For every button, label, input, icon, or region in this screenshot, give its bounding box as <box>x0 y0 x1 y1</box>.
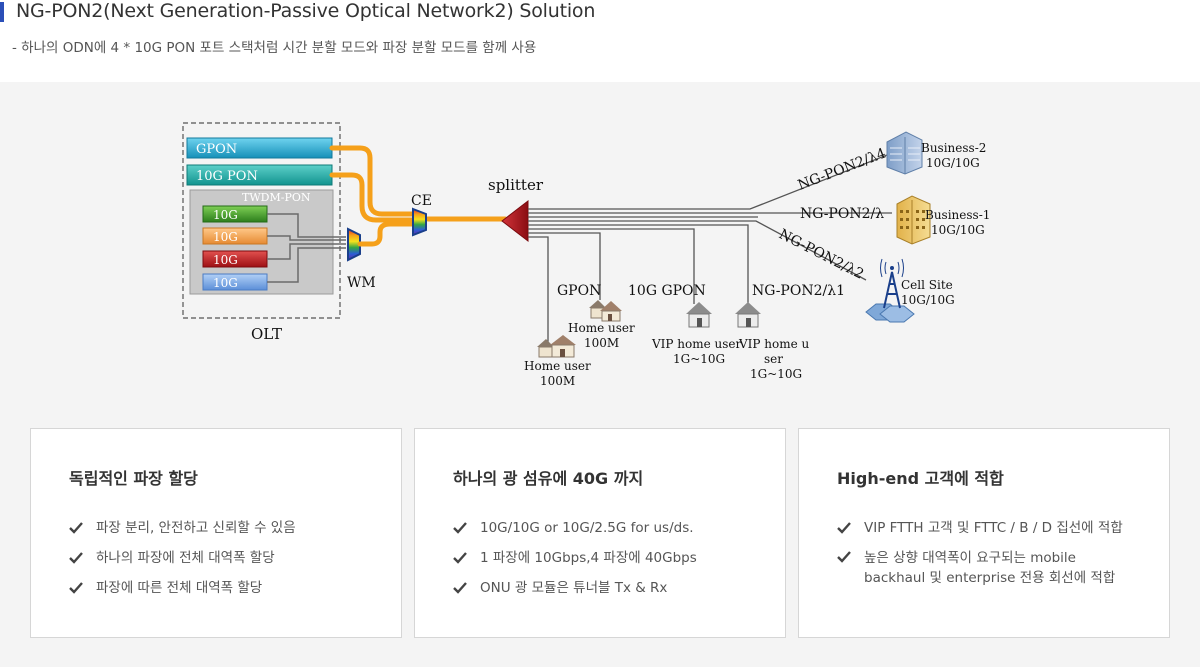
checkmark-icon <box>453 522 467 534</box>
twdm-port-3-label: 10G <box>213 253 238 267</box>
content-panel: TWDM-PON GPON 10G PON 10G 10G 10G 10G <box>0 82 1200 667</box>
splitter-label: splitter <box>488 176 544 194</box>
home-user-2-name: Home user <box>524 359 591 373</box>
feature-card-title: 독립적인 파장 할당 <box>69 469 198 488</box>
feature-item: ONU 광 모듈은 튜너블 Tx & Rx <box>453 573 697 603</box>
checkmark-icon <box>69 582 83 594</box>
twdm-port-1-label: 10G <box>213 208 238 222</box>
feature-item: 파장에 따른 전체 대역폭 할당 <box>69 573 296 603</box>
feature-item-text: 하나의 파장에 전체 대역폭 할당 <box>96 550 275 566</box>
ce-label: CE <box>411 193 432 209</box>
checkmark-icon <box>453 552 467 564</box>
cell-site-speed: 10G/10G <box>901 293 955 307</box>
gpon-port-label: GPON <box>196 142 237 157</box>
house-icon <box>686 302 712 328</box>
wm-multiplexer: WM <box>347 227 376 291</box>
twdm-port-4-label: 10G <box>213 276 238 290</box>
business-1-speed: 10G/10G <box>931 223 985 237</box>
feature-item: 높은 상향 대역폭이 요구되는 mobile backhaul 및 enterp… <box>837 543 1137 593</box>
feature-item: 파장 분리, 안전하고 신뢰할 수 있음 <box>69 513 296 543</box>
checkmark-icon <box>837 522 851 534</box>
feature-item-text: 1 파장에 10Gbps,4 파장에 40Gbps <box>480 550 697 566</box>
branch-1-channel: NG-PON2/λ4 <box>796 145 889 193</box>
page-subtitle: - 하나의 ODN에 4 * 10G PON 포트 스택처럼 시간 분할 모드와… <box>12 40 537 56</box>
checkmark-icon <box>837 551 851 563</box>
ngpon2-network-diagram: TWDM-PON GPON 10G PON 10G 10G 10G 10G <box>182 122 990 388</box>
feature-item: 1 파장에 10Gbps,4 파장에 40Gbps <box>453 543 697 573</box>
title-accent-bar <box>0 2 4 22</box>
feature-list: 10G/10G or 10G/2.5G for us/ds. 1 파장에 10G… <box>453 513 697 603</box>
feature-item-text: 10G/10G or 10G/2.5G for us/ds. <box>480 520 694 536</box>
gpon-port: GPON <box>186 137 333 159</box>
twdm-fiber-lines <box>267 213 346 283</box>
vip-2-name-line2: ser <box>764 352 783 366</box>
feature-list: VIP FTTH 고객 및 FTTC / B / D 집선에 적합 높은 상향 … <box>837 513 1137 593</box>
feature-card-title: 하나의 광 섬유에 40G 까지 <box>453 469 644 488</box>
splitter-output-lines <box>528 152 893 342</box>
twdm-port-2-label: 10G <box>213 230 238 244</box>
feature-card-40g-single-fiber: 하나의 광 섬유에 40G 까지 10G/10G or 10G/2.5G for… <box>414 428 786 638</box>
twdm-port-4: 10G <box>202 273 268 291</box>
orange-fibers <box>329 145 508 247</box>
branch-3-channel: NG-PON2/λ2 <box>776 226 866 282</box>
twdm-port-2: 10G <box>202 227 268 245</box>
feature-list: 파장 분리, 안전하고 신뢰할 수 있음 하나의 파장에 전체 대역폭 할당 파… <box>69 513 296 603</box>
feature-item: 10G/10G or 10G/2.5G for us/ds. <box>453 513 697 543</box>
feature-card-title: High-end 고객에 적합 <box>837 469 1004 488</box>
feature-card-independent-wavelength: 독립적인 파장 할당 파장 분리, 안전하고 신뢰할 수 있음 하나의 파장에 … <box>30 428 402 638</box>
home-user-1-speed: 100M <box>584 336 619 350</box>
feature-item-text: 파장 분리, 안전하고 신뢰할 수 있음 <box>96 520 296 536</box>
feature-item-text: 높은 상향 대역폭이 요구되는 mobile backhaul 및 enterp… <box>864 550 1116 586</box>
feature-item-text: VIP FTTH 고객 및 FTTC / B / D 집선에 적합 <box>864 520 1123 536</box>
house-icon <box>537 335 576 358</box>
twdm-label: TWDM-PON <box>242 191 311 204</box>
business-2-label: Business-2 <box>921 141 986 155</box>
page-header: NG-PON2(Next Generation-Passive Optical … <box>0 0 1200 82</box>
feature-item: 하나의 파장에 전체 대역폭 할당 <box>69 543 296 573</box>
office-building-icon <box>896 195 931 245</box>
page-title: NG-PON2(Next Generation-Passive Optical … <box>16 0 596 22</box>
twdm-port-3: 10G <box>202 250 268 268</box>
branch-2-channel: NG-PON2/λ <box>800 206 884 222</box>
cell-site-label: Cell Site <box>901 278 953 292</box>
checkmark-icon <box>69 552 83 564</box>
optical-splitter: splitter <box>488 176 544 243</box>
twdm-port-1: 10G <box>202 205 268 223</box>
business-2-speed: 10G/10G <box>926 156 980 170</box>
vip-2-name-line1: VIP home u <box>738 337 810 351</box>
house-icon <box>735 302 761 328</box>
business-1-label: Business-1 <box>925 208 990 222</box>
xgpon-port: 10G PON <box>186 164 333 186</box>
ce-coupler: CE <box>411 193 432 237</box>
feature-item: VIP FTTH 고객 및 FTTC / B / D 집선에 적합 <box>837 513 1137 543</box>
wm-label: WM <box>347 275 376 291</box>
drop-10g-gpon-label: 10G GPON <box>628 283 706 299</box>
cell-tower-icon <box>865 258 915 323</box>
feature-item-text: ONU 광 모듈은 튜너블 Tx & Rx <box>480 580 668 596</box>
home-user-1-name: Home user <box>568 321 635 335</box>
vip-2-speed: 1G~10G <box>750 367 802 381</box>
checkmark-icon <box>69 522 83 534</box>
home-user-2-speed: 100M <box>540 374 575 388</box>
drop-ngpon-label: NG-PON2/λ1 <box>752 283 845 299</box>
house-icon <box>589 300 622 322</box>
vip-1-speed: 1G~10G <box>673 352 725 366</box>
vip-1-name: VIP home user <box>651 337 742 351</box>
office-building-icon <box>886 131 923 175</box>
olt-label: OLT <box>251 325 282 343</box>
xgpon-port-label: 10G PON <box>196 169 258 184</box>
checkmark-icon <box>453 582 467 594</box>
drop-gpon-label: GPON <box>557 283 601 299</box>
feature-item-text: 파장에 따른 전체 대역폭 할당 <box>96 580 263 596</box>
feature-card-high-end: High-end 고객에 적합 VIP FTTH 고객 및 FTTC / B /… <box>798 428 1170 638</box>
